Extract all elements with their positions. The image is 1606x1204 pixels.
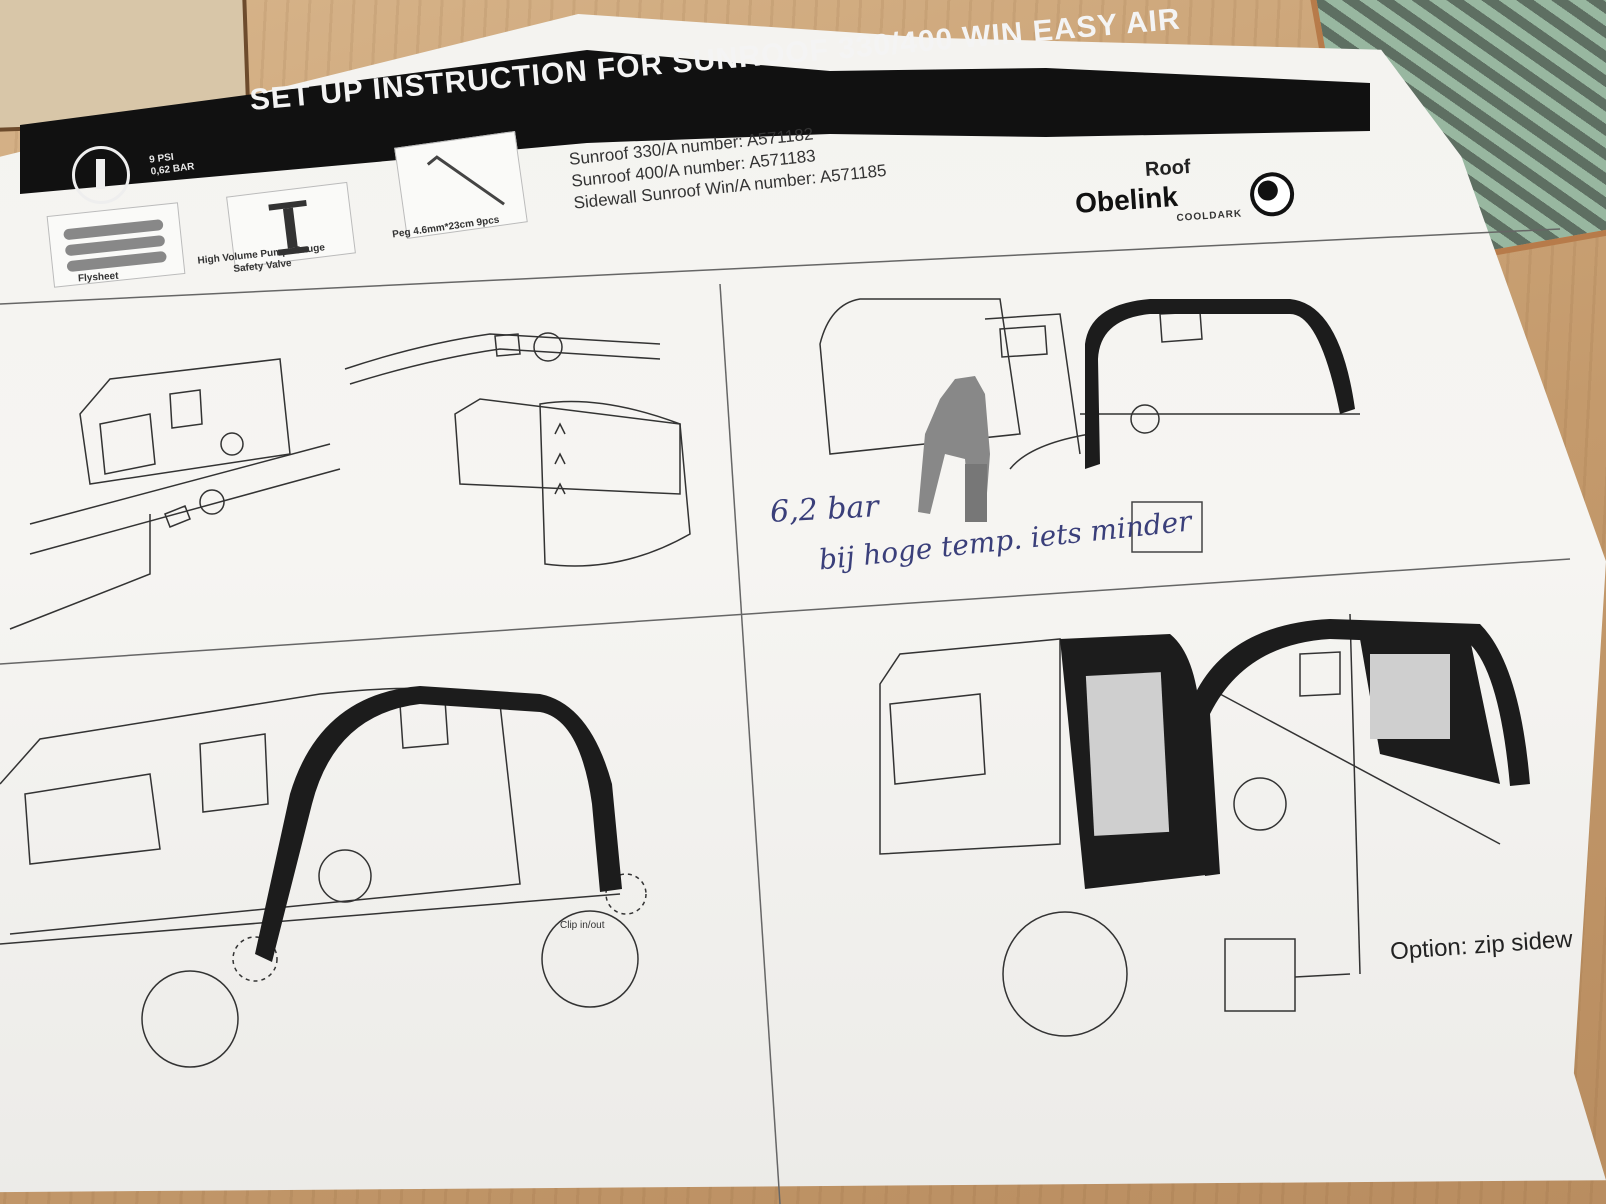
valve-detail-box [1131, 501, 1203, 553]
peg-icon [426, 155, 505, 206]
pump-illustration [226, 181, 356, 269]
panel-divider-top [0, 228, 1561, 305]
panel-divider-middle [0, 558, 1571, 665]
pump-silhouette [965, 464, 987, 522]
instruction-sheet: SET UP INSTRUCTION FOR SUNROOF 330/400 W… [0, 3, 1606, 1204]
info-icon [72, 146, 130, 204]
pump-icon [268, 199, 309, 256]
instruction-drawings [0, 228, 1571, 1204]
handwritten-note-pressure: 6,2 bar [769, 489, 880, 530]
clip-label: Clip in/out [560, 920, 605, 931]
step3-air-beam [1085, 299, 1355, 469]
step1-drawing [9, 358, 341, 630]
step5-drawing [879, 613, 1501, 1037]
peg-illustration [394, 130, 528, 240]
panel-divider-vertical [719, 283, 781, 1204]
sidewall-right-window [1370, 654, 1450, 739]
step3-drawing [819, 298, 1360, 470]
sidewall-left-window [1085, 672, 1170, 836]
step2-drawing [344, 332, 691, 567]
